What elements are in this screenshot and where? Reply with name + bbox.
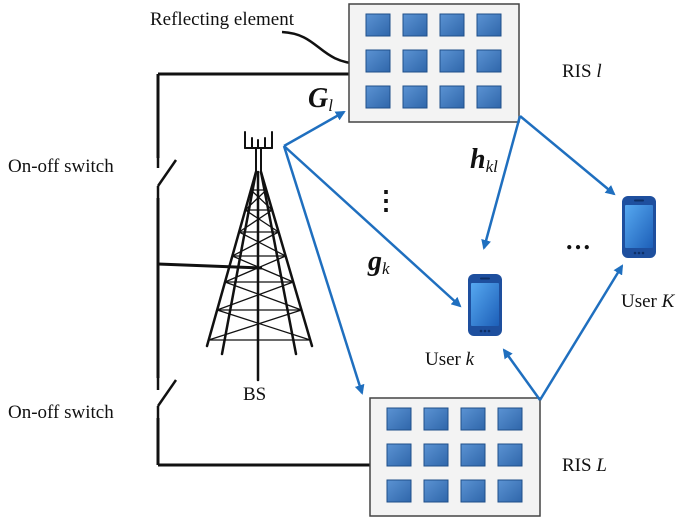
antenna-tower-icon: [205, 131, 314, 382]
tower-brace: [250, 189, 273, 211]
reflecting-element: [497, 407, 523, 431]
ris-l-panel: [348, 3, 520, 123]
reflecting-element: [386, 443, 412, 467]
reflecting-element-pointer: [281, 30, 362, 69]
tower-brace: [208, 309, 303, 341]
smartphone-icon: [622, 196, 656, 258]
link-BS-RIS-L: [282, 145, 365, 395]
reflecting-element: [402, 49, 428, 73]
G-l-symbol: Gl: [308, 83, 333, 115]
reflecting-element: [476, 49, 502, 73]
reflecting-element: [460, 407, 486, 431]
user-k-index: k: [465, 349, 475, 370]
user-K-index: K: [661, 291, 675, 312]
link-RIS-L-user-K: [538, 264, 624, 401]
on-off-switch-bottom-label: On-off switch: [8, 402, 114, 423]
reflecting-element: [476, 13, 502, 37]
g-k-symbol: gk: [368, 246, 390, 278]
link-h-kl: [481, 115, 522, 250]
reflecting-element: [386, 407, 412, 431]
smartphone-icon: [468, 274, 502, 336]
reflecting-element: [365, 85, 391, 109]
reflecting-element: [439, 49, 465, 73]
channel-links: [282, 110, 624, 401]
switch-icon: [156, 158, 178, 198]
tower-brace: [216, 281, 294, 311]
reflecting-element: [439, 13, 465, 37]
ris-L-index: L: [596, 455, 607, 476]
vertical-ellipsis: ⋮: [373, 186, 399, 215]
ris-l-index: l: [596, 61, 602, 82]
reflecting-element-label: Reflecting element: [150, 9, 295, 30]
reflecting-element: [402, 85, 428, 109]
reflecting-element: [423, 407, 449, 431]
reflecting-element: [497, 479, 523, 503]
tower-brace: [238, 209, 273, 233]
user-k-label: User k: [425, 350, 474, 369]
tower-brace: [216, 309, 311, 341]
ris-L-elements: [386, 407, 523, 503]
tower-brace: [244, 209, 280, 233]
reflecting-element: [365, 49, 391, 73]
G-symbol: G: [308, 83, 329, 114]
reflecting-element: [439, 85, 465, 109]
tower-brace: [231, 231, 280, 257]
ris-L-panel: [369, 397, 541, 517]
on-off-switch-top-label: On-off switch: [8, 156, 114, 177]
horizontal-ellipsis: …: [565, 226, 591, 255]
tower-brace: [231, 255, 294, 283]
G-subscript: l: [328, 96, 333, 115]
tower-brace: [244, 189, 267, 211]
reflecting-element: [386, 479, 412, 503]
reflecting-element: [497, 443, 523, 467]
link-g-k: [283, 145, 462, 308]
link-RIS-l-user-K: [519, 115, 616, 196]
reflecting-element: [476, 85, 502, 109]
user-k-prefix: User: [425, 349, 466, 370]
reflecting-element: [402, 13, 428, 37]
h-kl-symbol: hkl: [470, 144, 498, 176]
tower-brace: [238, 231, 287, 257]
bs-label: BS: [243, 384, 267, 405]
reflecting-element: [460, 479, 486, 503]
g-symbol: g: [368, 246, 382, 277]
g-subscript: k: [382, 259, 390, 278]
ris-l-prefix: RIS: [562, 61, 597, 82]
user-K-prefix: User: [621, 291, 662, 312]
switch-icon: [156, 378, 178, 418]
link-G-l: [283, 110, 346, 148]
ris-L-label: RIS L: [562, 456, 607, 475]
reflecting-element: [365, 13, 391, 37]
ris-l-elements: [365, 13, 502, 109]
reflecting-element: [460, 443, 486, 467]
link-RIS-L-user-k: [502, 348, 542, 401]
user-K-label: User K: [621, 292, 674, 311]
tower-brace: [224, 281, 303, 311]
h-subscript: kl: [485, 157, 498, 176]
tower-brace: [224, 255, 287, 283]
control-wiring: [156, 72, 370, 467]
reflecting-element: [423, 479, 449, 503]
reflecting-element: [423, 443, 449, 467]
ris-L-prefix: RIS: [562, 455, 597, 476]
h-symbol: h: [470, 144, 486, 175]
ris-l-label: RIS l: [562, 62, 602, 81]
